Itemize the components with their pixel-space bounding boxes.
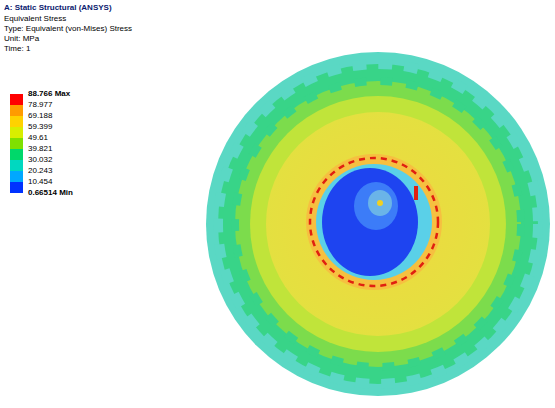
legend-value: 69.188 (28, 111, 52, 121)
legend-value: 30.032 (28, 155, 52, 165)
legend-value: 39.821 (28, 144, 52, 154)
yellow-green-band (250, 96, 506, 352)
legend-value: 88.766 Max (28, 89, 70, 99)
legend-value: 78.977 (28, 100, 52, 110)
cyan-ring (316, 164, 432, 280)
plot-info: Type: Equivalent (von-Mises) Stress (4, 24, 132, 34)
yellow-region (266, 112, 490, 336)
plot-info: Unit: MPa (4, 34, 39, 44)
orange-ring (306, 154, 442, 290)
legend-swatch (10, 160, 23, 171)
hub-boss (354, 182, 398, 230)
legend-min-value: 0.66514 Min (28, 188, 73, 198)
legend-value: 10.454 (28, 177, 52, 187)
peak-stress-ring (310, 158, 438, 286)
legend-swatch (10, 105, 23, 116)
scalloped-band (218, 64, 538, 384)
outer-band (206, 52, 550, 396)
legend-value: 20.243 (28, 166, 52, 176)
plot-info: Time: 1 (4, 44, 30, 54)
plot-title: A: Static Structural (ANSYS) (4, 3, 112, 13)
hot-spot (377, 200, 383, 206)
legend-swatch (10, 171, 23, 182)
legend-swatch (10, 149, 23, 160)
green-band (235, 81, 521, 367)
hub (322, 168, 418, 276)
plot-info: Equivalent Stress (4, 14, 66, 24)
legend-swatch (10, 138, 23, 149)
hot-spot (414, 186, 418, 200)
legend-swatch (10, 94, 23, 105)
legend-swatch (10, 182, 23, 193)
legend-swatch (10, 116, 23, 127)
legend-value: 59.399 (28, 122, 52, 132)
legend-swatch (10, 127, 23, 138)
legend-value: 49.61 (28, 133, 48, 143)
hub-bore (368, 190, 392, 216)
